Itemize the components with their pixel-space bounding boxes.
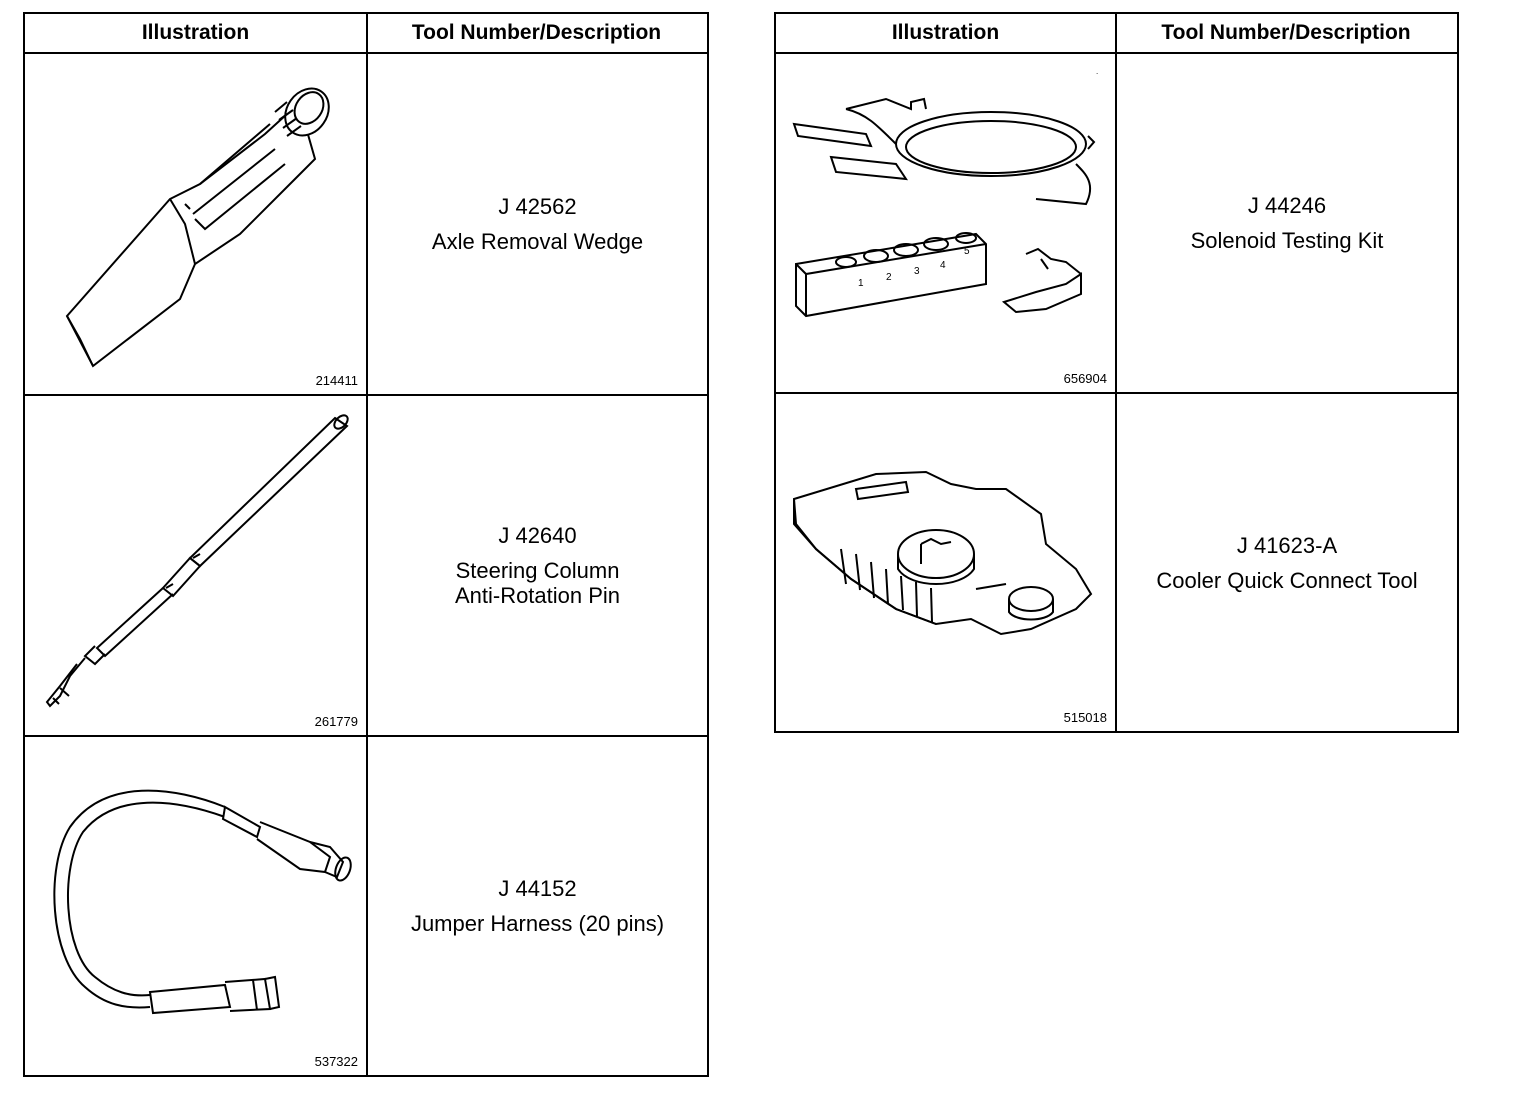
figure-number: 537322 xyxy=(314,1054,358,1069)
tool-description-cell: J 42562 Axle Removal Wedge xyxy=(368,54,707,394)
tool-number: J 42562 xyxy=(498,194,577,219)
tool-number: J 42640 xyxy=(498,523,577,548)
tool-number: J 44152 xyxy=(498,876,577,901)
tool-description: Solenoid Testing Kit xyxy=(1190,228,1384,253)
tool-description: Axle Removal Wedge xyxy=(431,229,644,254)
block-label: 4 xyxy=(940,260,946,271)
tool-number: J 41623-A xyxy=(1236,532,1338,558)
block-label: 1 xyxy=(858,278,864,289)
illustration-cell: 537322 xyxy=(25,737,366,1075)
block-label: 5 xyxy=(964,246,970,257)
tool-description: Cooler Quick Connect Tool xyxy=(1156,567,1418,593)
solenoid-testing-kit-icon: . 1 2 3 4 5 xyxy=(792,67,1098,318)
figure-number: 261779 xyxy=(314,714,358,729)
svg-text:.: . xyxy=(1096,67,1098,76)
tool-number: J 44246 xyxy=(1247,193,1327,218)
header-illustration: Illustration xyxy=(25,14,366,54)
tool-description: Anti-Rotation Pin xyxy=(454,583,621,608)
illustration-cell: . 1 2 3 4 5 656904 xyxy=(776,54,1115,392)
illustration-cell: 515018 xyxy=(776,394,1115,731)
axle-removal-wedge-icon xyxy=(65,87,330,368)
tool-table-right: Illustration Tool Number/Description . 1… xyxy=(774,12,1459,733)
header-tool-description: Tool Number/Description xyxy=(366,14,707,54)
tool-description-cell: J 44246 Solenoid Testing Kit xyxy=(1117,54,1457,392)
cooler-quick-connect-tool-icon xyxy=(793,470,1093,636)
block-label: 2 xyxy=(886,272,892,283)
header-illustration: Illustration xyxy=(776,14,1115,54)
figure-number: 656904 xyxy=(1063,371,1107,386)
block-label: 3 xyxy=(914,266,920,277)
tool-description-cell: J 41623-A Cooler Quick Connect Tool xyxy=(1117,394,1457,731)
tool-table-left: Illustration Tool Number/Description 214… xyxy=(23,12,709,1077)
figure-number: 214411 xyxy=(315,373,358,388)
tool-description: Jumper Harness (20 pins) xyxy=(410,911,665,936)
tool-description-cell: J 42640 Steering Column Anti-Rotation Pi… xyxy=(368,396,707,735)
tool-description-cell: J 44152 Jumper Harness (20 pins) xyxy=(368,737,707,1075)
illustration-cell: 261779 xyxy=(25,396,366,735)
illustration-cell: 214411 xyxy=(25,54,366,394)
figure-number: 515018 xyxy=(1063,710,1107,725)
header-tool-description: Tool Number/Description xyxy=(1115,14,1457,54)
tool-description: Steering Column xyxy=(455,558,620,583)
anti-rotation-pin-icon xyxy=(45,414,349,708)
jumper-harness-icon xyxy=(53,789,352,1015)
